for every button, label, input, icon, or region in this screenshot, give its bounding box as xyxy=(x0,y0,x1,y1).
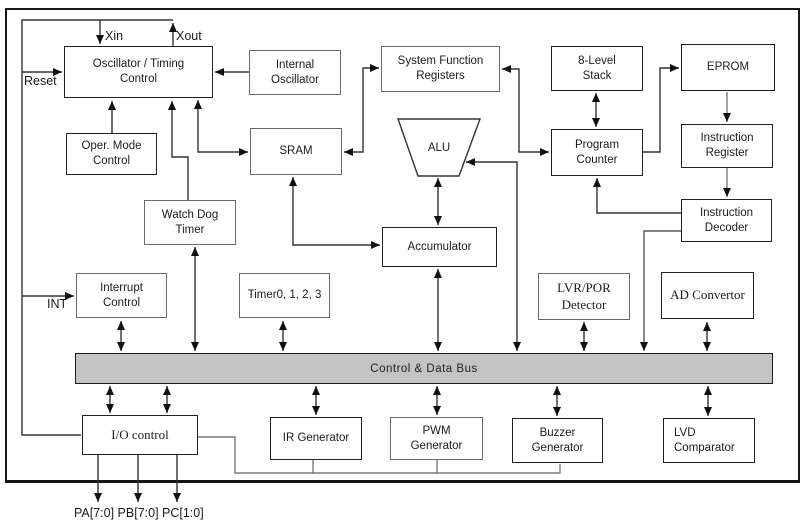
block-watch-dog-timer: Watch Dog Timer xyxy=(144,200,236,245)
block-label: 8-Level Stack xyxy=(578,54,616,82)
block-accumulator: Accumulator xyxy=(382,227,497,267)
signal-label-reset: Reset xyxy=(24,74,57,88)
connector-sram-sysfunc xyxy=(344,64,379,156)
block-internal-oscillator: Internal Oscillator xyxy=(249,50,341,95)
connector-bus-alu xyxy=(466,158,521,351)
block-oper-mode-control: Oper. Mode Control xyxy=(66,133,157,175)
block-system-function-registers: System Function Registers xyxy=(381,46,500,92)
block-instruction-decoder: Instruction Decoder xyxy=(681,199,772,242)
block-label: Timer0, 1, 2, 3 xyxy=(247,289,322,302)
block-label: IR Generator xyxy=(282,432,350,445)
block-ad-convertor: AD Convertor xyxy=(661,272,754,319)
block-alu: ALU xyxy=(398,125,480,171)
block-oscillator-timing-control: Oscillator / Timing Control xyxy=(64,46,213,98)
block-interrupt-control: Interrupt Control xyxy=(76,273,167,318)
connector-pc-eprom xyxy=(643,64,679,153)
block-timers: Timer0, 1, 2, 3 xyxy=(239,273,330,318)
block-sram: SRAM xyxy=(250,128,342,175)
block-label: Instruction Decoder xyxy=(699,206,754,234)
connector-sram-accumulator xyxy=(289,177,380,249)
block-label: EPROM xyxy=(706,61,750,74)
block-label: Oper. Mode Control xyxy=(81,140,142,167)
block-pwm-generator: PWM Generator xyxy=(390,417,483,460)
block-label: SRAM xyxy=(279,145,313,158)
connector-idec-bus xyxy=(640,230,681,351)
connector-io-generator-rail xyxy=(198,436,561,474)
block-label: LVD Comparator xyxy=(674,426,735,454)
block-label: Buzzer Generator xyxy=(531,426,584,454)
block-lvd-comparator: LVD Comparator xyxy=(663,418,755,463)
block-label: Interrupt Control xyxy=(100,281,143,309)
connector-idec-pc xyxy=(593,178,681,214)
block-label: Program Counter xyxy=(574,138,620,166)
block-io-control: I/O control xyxy=(82,415,198,455)
block-label: I/O control xyxy=(111,426,169,442)
block-label: System Function Registers xyxy=(397,55,484,82)
bus-label: Control & Data Bus xyxy=(370,362,478,375)
block-label: Oscillator / Timing Control xyxy=(92,58,185,85)
block-ir-generator: IR Generator xyxy=(270,417,362,460)
block-instruction-register: Instruction Register xyxy=(681,124,773,168)
connector-top-left-rail xyxy=(21,19,173,436)
block-label: ALU xyxy=(427,142,451,154)
connector-wdt-osc xyxy=(168,101,189,200)
block-label: Watch Dog Timer xyxy=(161,208,219,236)
signal-label-xin: Xin xyxy=(105,29,124,43)
block-label: Internal Oscillator xyxy=(271,58,319,86)
alu-shape xyxy=(397,118,482,177)
control-data-bus: Control & Data Bus xyxy=(75,353,773,384)
block-eprom: EPROM xyxy=(681,44,775,91)
port-labels: PA[7:0] PB[7:0] PC[1:0] xyxy=(74,506,204,520)
connector-osc-sram xyxy=(194,100,248,156)
signal-label-xout: Xout xyxy=(176,29,202,43)
diagram-frame xyxy=(5,8,800,483)
block-label: Instruction Register xyxy=(700,132,754,159)
block-label: LVR/POR Detector xyxy=(557,279,611,312)
connector-sysfunc-pc xyxy=(502,65,549,156)
block-label: PWM Generator xyxy=(410,424,463,452)
block-label: AD Convertor xyxy=(670,287,745,303)
block-program-counter: Program Counter xyxy=(551,129,643,176)
signal-label-int: INT xyxy=(47,297,68,311)
block-label: Accumulator xyxy=(407,240,472,253)
block-buzzer-generator: Buzzer Generator xyxy=(512,418,603,463)
block-8-level-stack: 8-Level Stack xyxy=(551,46,643,91)
block-lvr-por-detector: LVR/POR Detector xyxy=(538,273,630,320)
